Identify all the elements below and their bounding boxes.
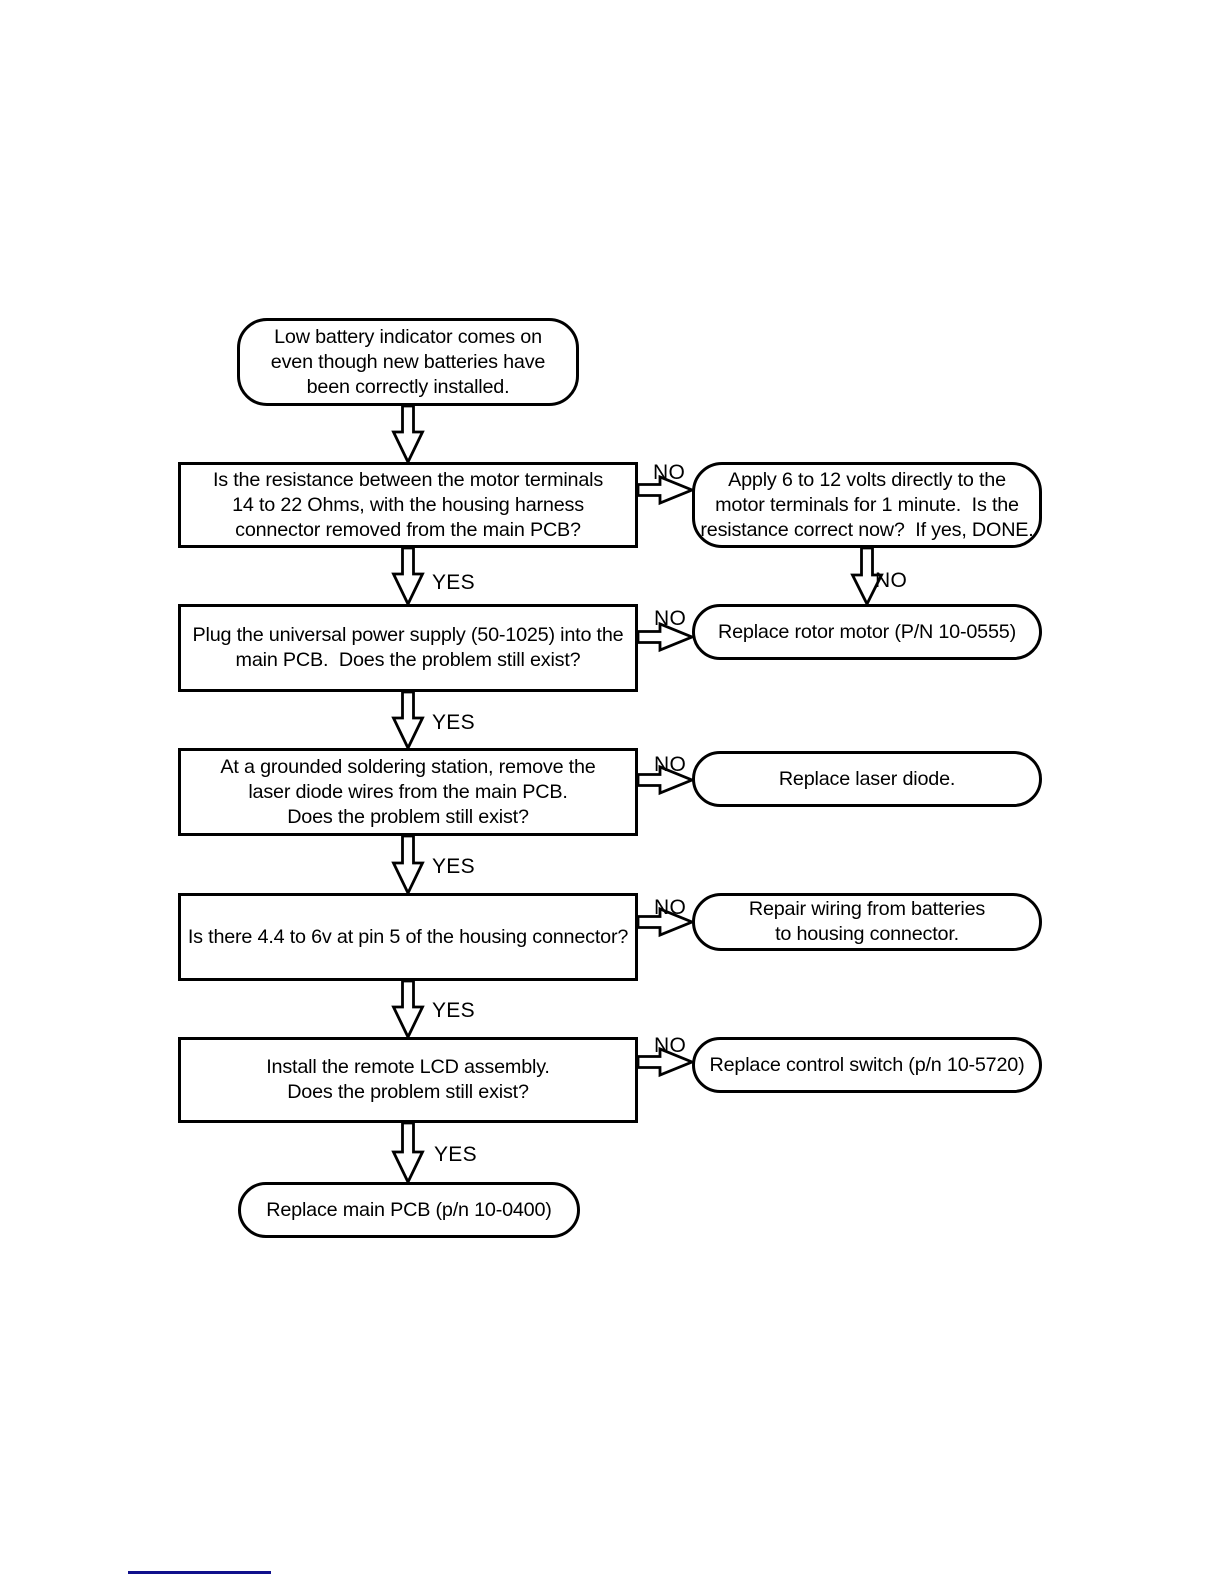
node-text-line: Replace laser diode. bbox=[778, 767, 956, 790]
arrow-q3-no-to-r3 bbox=[636, 764, 696, 796]
node-text-line: At a grounded soldering station, remove … bbox=[220, 755, 596, 778]
arrow-q4-yes-to-q5 bbox=[391, 979, 425, 1041]
node-text-line: Low battery indicator comes on bbox=[274, 325, 542, 348]
node-text-line: motor terminals for 1 minute. Is the bbox=[715, 493, 1019, 516]
node-text-line: Plug the universal power supply (50-1025… bbox=[192, 624, 624, 646]
node-q-laser-diode: At a grounded soldering station, remove … bbox=[178, 748, 638, 836]
footer-link[interactable] bbox=[128, 1571, 271, 1574]
node-text-line: Replace rotor motor (P/N 10-0555) bbox=[718, 620, 1016, 643]
node-text-line: Does the problem still exist? bbox=[287, 805, 529, 828]
node-text-line: Repair wiring from batteries bbox=[748, 898, 986, 920]
node-start-symptom: Low battery indicator comes on even thou… bbox=[237, 318, 579, 406]
edge-label-no-r1: NO bbox=[875, 569, 908, 592]
arrow-q1-no-to-r1 bbox=[636, 474, 696, 506]
node-text-line: connector removed from the main PCB? bbox=[235, 518, 581, 541]
edge-label-yes-q5: YES bbox=[434, 1143, 477, 1166]
edge-label-no-q4: NO bbox=[654, 896, 687, 919]
node-replace-control-switch: Replace control switch (p/n 10-5720) bbox=[692, 1037, 1042, 1093]
arrow-q3-yes-to-q4 bbox=[391, 834, 425, 897]
node-text-line: 14 to 22 Ohms, with the housing harness bbox=[232, 493, 584, 516]
node-replace-laser-diode: Replace laser diode. bbox=[692, 751, 1042, 807]
arrow-q2-no-to-r2 bbox=[636, 621, 696, 653]
node-text-line: Apply 6 to 12 volts directly to the bbox=[728, 468, 1006, 491]
arrow-start-to-q1 bbox=[391, 404, 425, 466]
node-replace-rotor-motor: Replace rotor motor (P/N 10-0555) bbox=[692, 604, 1042, 660]
node-repair-wiring: Repair wiring from batteries to housing … bbox=[692, 893, 1042, 951]
node-text-line: main PCB. Does the problem still exist? bbox=[235, 649, 581, 671]
edge-label-yes-q4: YES bbox=[432, 999, 475, 1022]
edge-label-yes-q2: YES bbox=[432, 711, 475, 734]
arrow-q5-no-to-r5 bbox=[636, 1046, 696, 1078]
arrow-q2-yes-to-q3 bbox=[391, 690, 425, 752]
node-apply-volts: Apply 6 to 12 volts directly to the moto… bbox=[692, 462, 1042, 548]
edge-label-no-q2: NO bbox=[654, 607, 687, 630]
node-text-line: laser diode wires from the main PCB. bbox=[248, 780, 568, 803]
node-text-line: Replace control switch (p/n 10-5720) bbox=[709, 1053, 1025, 1076]
edge-label-yes-q3: YES bbox=[432, 855, 475, 878]
node-text-line: Is there 4.4 to 6v at pin 5 of the housi… bbox=[187, 925, 629, 948]
node-q-lcd-assembly: Install the remote LCD assembly. Does th… bbox=[178, 1037, 638, 1123]
node-q-power-supply: Plug the universal power supply (50-1025… bbox=[178, 604, 638, 692]
node-text-line: been correctly installed. bbox=[306, 375, 510, 398]
node-text-line: even though new batteries have bbox=[270, 350, 546, 373]
edge-label-no-q1: NO bbox=[653, 461, 686, 484]
node-text-line: Does the problem still exist? bbox=[287, 1081, 529, 1103]
arrow-q5-yes-to-end bbox=[391, 1121, 425, 1186]
arrow-r1-no-to-r2 bbox=[850, 546, 884, 608]
arrow-q1-yes-to-q2 bbox=[391, 546, 425, 608]
node-q-motor-resistance: Is the resistance between the motor term… bbox=[178, 462, 638, 548]
node-text-line: to housing connector. bbox=[775, 923, 959, 945]
edge-label-no-q3: NO bbox=[654, 753, 687, 776]
node-q-pin5-voltage: Is there 4.4 to 6v at pin 5 of the housi… bbox=[178, 893, 638, 981]
node-text-line: Install the remote LCD assembly. bbox=[266, 1056, 550, 1078]
node-replace-main-pcb: Replace main PCB (p/n 10-0400) bbox=[238, 1182, 580, 1238]
arrow-q4-no-to-r4 bbox=[636, 906, 696, 938]
node-text-line: Is the resistance between the motor term… bbox=[212, 468, 604, 491]
node-text-line: Replace main PCB (p/n 10-0400) bbox=[266, 1198, 552, 1221]
node-text-line: resistance correct now? If yes, DONE. bbox=[700, 518, 1034, 541]
edge-label-no-q5: NO bbox=[654, 1034, 687, 1057]
edge-label-yes-q1: YES bbox=[432, 571, 475, 594]
